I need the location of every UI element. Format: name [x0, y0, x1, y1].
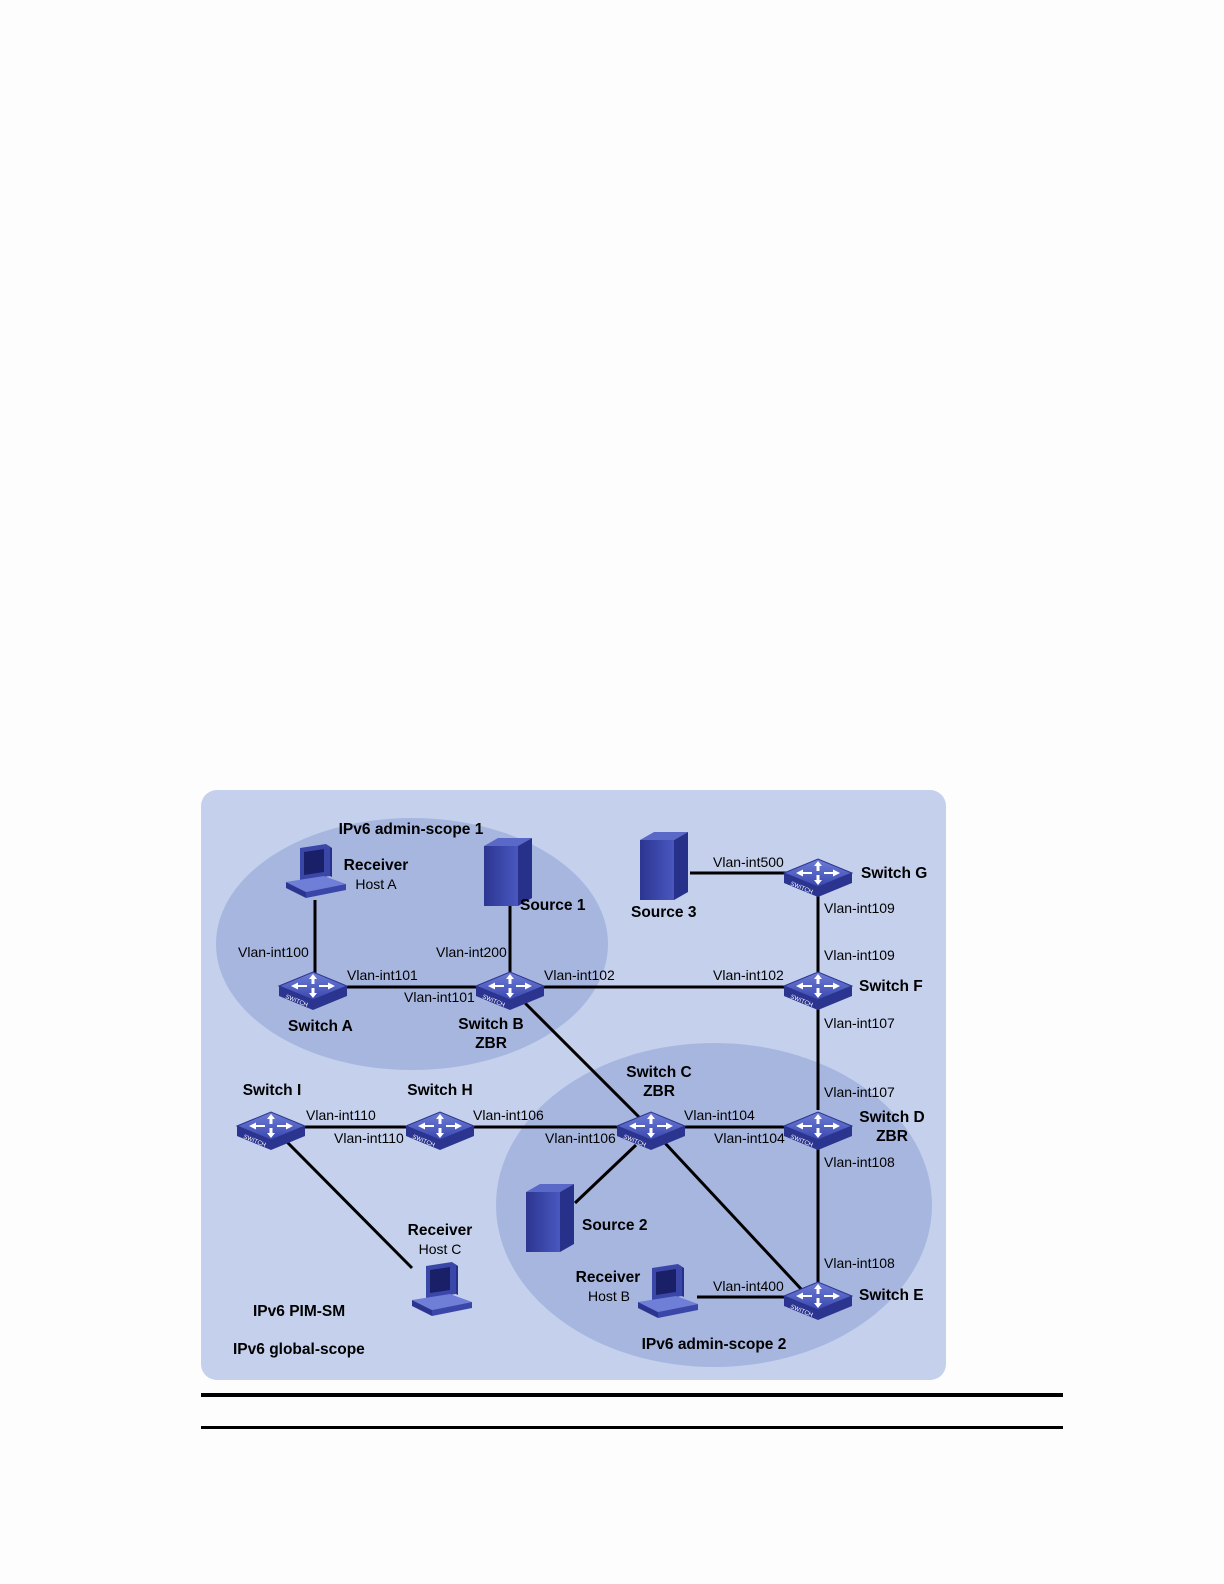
host-b-label: Host B	[588, 1288, 630, 1304]
if-i-h: Vlan-int110	[306, 1107, 376, 1123]
host-a-role: Receiver	[344, 857, 409, 874]
host-b-role: Receiver	[576, 1269, 641, 1286]
if-a-b: Vlan-int101	[347, 967, 418, 983]
source-2-label: Source 2	[582, 1217, 647, 1234]
host-c-label: Host C	[419, 1241, 462, 1257]
if-c-d: Vlan-int104	[684, 1107, 755, 1123]
switch-e-label: Switch E	[859, 1287, 924, 1304]
link-switchi-hostc	[285, 1140, 414, 1270]
pim-sm-label: IPv6 PIM-SM	[253, 1303, 345, 1320]
switch-h-label: Switch H	[407, 1082, 472, 1099]
switch-c-role: ZBR	[643, 1083, 675, 1100]
links	[285, 871, 820, 1299]
switch-c-label: Switch C	[626, 1064, 691, 1081]
if-f-b: Vlan-int102	[713, 967, 784, 983]
host-a-label: Host A	[355, 876, 397, 892]
switch-b-role: ZBR	[475, 1035, 507, 1052]
if-f-d: Vlan-int107	[824, 1015, 895, 1031]
source-3-label: Source 3	[631, 904, 697, 921]
interface-labels: Vlan-int100 Vlan-int101 Vlan-int101 Vlan…	[238, 854, 895, 1294]
table-rule-bottom	[201, 1426, 1063, 1429]
source-3-server-icon	[640, 832, 688, 900]
if-d-c: Vlan-int104	[714, 1130, 785, 1146]
host-c-role: Receiver	[408, 1222, 473, 1239]
if-e-hostb: Vlan-int400	[713, 1278, 784, 1294]
if-b-f: Vlan-int102	[544, 967, 615, 983]
switch-g-label: Switch G	[861, 865, 927, 882]
switch-i-label: Switch I	[243, 1082, 302, 1099]
switch-f-label: Switch F	[859, 978, 923, 995]
source-1-label: Source 1	[520, 897, 586, 914]
global-scope-label: IPv6 global-scope	[233, 1341, 365, 1358]
if-a-host: Vlan-int100	[238, 944, 309, 960]
switch-d-label: Switch D	[859, 1109, 924, 1126]
if-g-src3: Vlan-int500	[713, 854, 784, 870]
if-b-src1: Vlan-int200	[436, 944, 507, 960]
if-h-i: Vlan-int110	[334, 1130, 404, 1146]
admin-scope-1-label: IPv6 admin-scope 1	[339, 821, 484, 838]
table-rule-top	[201, 1393, 1063, 1397]
if-c-h: Vlan-int106	[545, 1130, 616, 1146]
if-g-f: Vlan-int109	[824, 900, 895, 916]
link-switchb-switchc	[520, 998, 642, 1120]
source-1-server-icon	[484, 838, 532, 906]
link-switchc-source2	[573, 1143, 638, 1205]
if-b-a: Vlan-int101	[404, 989, 475, 1005]
admin-scope-2-label: IPv6 admin-scope 2	[642, 1336, 787, 1353]
if-d-e: Vlan-int108	[824, 1154, 895, 1170]
if-d-f: Vlan-int107	[824, 1084, 895, 1100]
switch-a-label: Switch A	[288, 1018, 353, 1035]
if-h-c: Vlan-int106	[473, 1107, 544, 1123]
if-e-d: Vlan-int108	[824, 1255, 895, 1271]
if-f-g: Vlan-int109	[824, 947, 895, 963]
link-switchc-switche	[662, 1140, 804, 1292]
source-2-server-icon	[526, 1184, 574, 1252]
switch-d-role: ZBR	[876, 1128, 908, 1145]
switch-b-label: Switch B	[458, 1016, 523, 1033]
